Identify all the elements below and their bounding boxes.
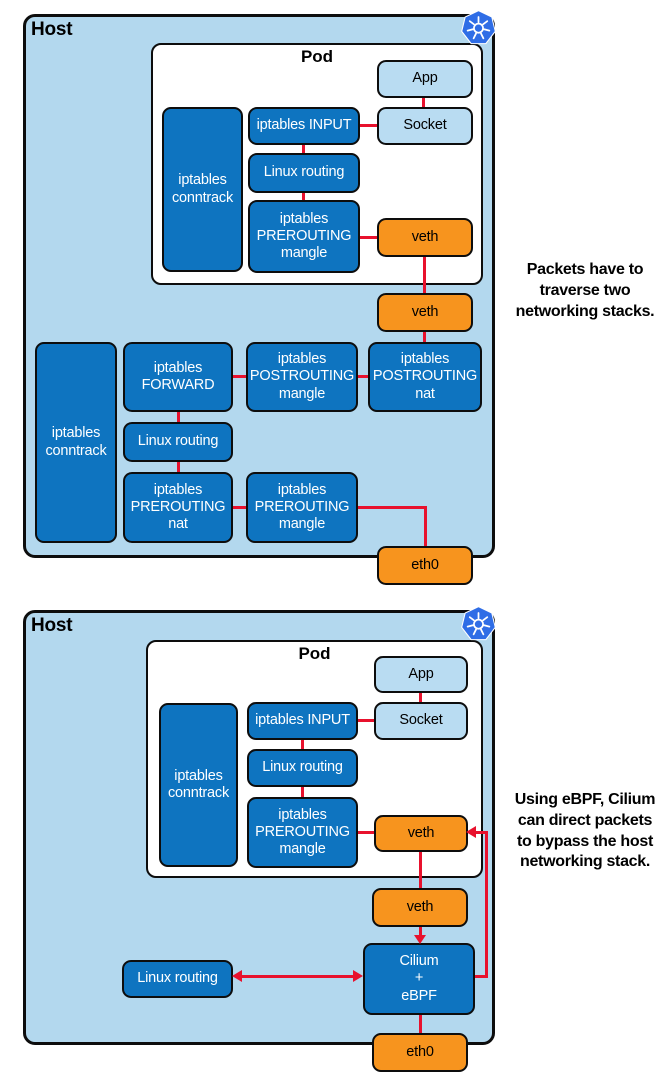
connector-line <box>360 124 377 127</box>
connector-line <box>360 236 377 239</box>
annotation-text-1: Packets have to traverse two networking … <box>515 261 655 320</box>
annotation-text-2: Using eBPF, Cilium can direct packets to… <box>514 791 656 871</box>
app-box: App <box>377 60 473 98</box>
connector-line <box>475 975 488 978</box>
socket-box: Socket <box>374 702 468 740</box>
linux-routing-box: Linux routing <box>248 153 360 193</box>
arrowhead-right <box>353 970 363 982</box>
connector-line <box>302 145 305 154</box>
arrowhead-down <box>414 935 426 944</box>
connector-line <box>233 506 246 509</box>
connector-line <box>241 975 357 978</box>
connector-line <box>424 506 427 546</box>
veth-box: veth <box>374 815 468 852</box>
host-label-1: Host <box>31 19 73 40</box>
connector-line <box>419 693 422 703</box>
kubernetes-icon <box>461 606 496 641</box>
connector-line <box>422 98 425 108</box>
linux-routing-box: Linux routing <box>122 960 233 998</box>
connector-line <box>301 787 304 798</box>
connector-line <box>474 831 488 834</box>
eth0-box: eth0 <box>377 546 473 585</box>
connector-line <box>485 831 488 978</box>
iptables-input-box: iptables INPUT <box>248 107 360 145</box>
host-label-2: Host <box>31 615 73 636</box>
connector-line <box>419 927 422 937</box>
iptables-postrouting-mangle-box: iptables POSTROUTING mangle <box>246 342 358 412</box>
pod-label-1: Pod <box>300 47 334 66</box>
iptables-prerouting-mangle-box: iptables PREROUTING mangle <box>246 472 358 543</box>
kubernetes-icon <box>461 10 496 45</box>
connector-line <box>233 375 246 378</box>
connector-line <box>419 1015 422 1033</box>
iptables-input-box: iptables INPUT <box>247 702 358 740</box>
connector-line <box>358 831 374 834</box>
iptables-conntrack-box: iptables conntrack <box>162 107 243 272</box>
linux-routing-box: Linux routing <box>247 749 358 787</box>
connector-line <box>177 462 180 472</box>
connector-line <box>358 506 427 509</box>
connector-line <box>419 852 422 888</box>
iptables-forward-box: iptables FORWARD <box>123 342 233 412</box>
arrowhead-left <box>232 970 242 982</box>
veth-box: veth <box>377 218 473 257</box>
cilium-ebpf-box: Cilium + eBPF <box>363 943 475 1015</box>
connector-line <box>358 375 368 378</box>
eth0-box: eth0 <box>372 1033 468 1072</box>
iptables-conntrack-box: iptables conntrack <box>35 342 117 543</box>
veth-box: veth <box>372 888 468 927</box>
iptables-prerouting-nat-box: iptables PREROUTING nat <box>123 472 233 543</box>
connector-line <box>423 257 426 293</box>
linux-routing-box: Linux routing <box>123 422 233 462</box>
iptables-postrouting-nat-box: iptables POSTROUTING nat <box>368 342 482 412</box>
pod-label-2: Pod <box>298 644 331 663</box>
connector-line <box>358 719 374 722</box>
arrowhead-left <box>466 826 476 838</box>
socket-box: Socket <box>377 107 473 145</box>
iptables-prerouting-mangle-box: iptables PREROUTING mangle <box>248 200 360 273</box>
connector-line <box>177 412 180 422</box>
iptables-conntrack-box: iptables conntrack <box>159 703 238 867</box>
app-box: App <box>374 656 468 693</box>
connector-line <box>301 740 304 750</box>
connector-line <box>302 193 305 201</box>
connector-line <box>423 332 426 342</box>
veth-box: veth <box>377 293 473 332</box>
iptables-prerouting-mangle-box: iptables PREROUTING mangle <box>247 797 358 868</box>
